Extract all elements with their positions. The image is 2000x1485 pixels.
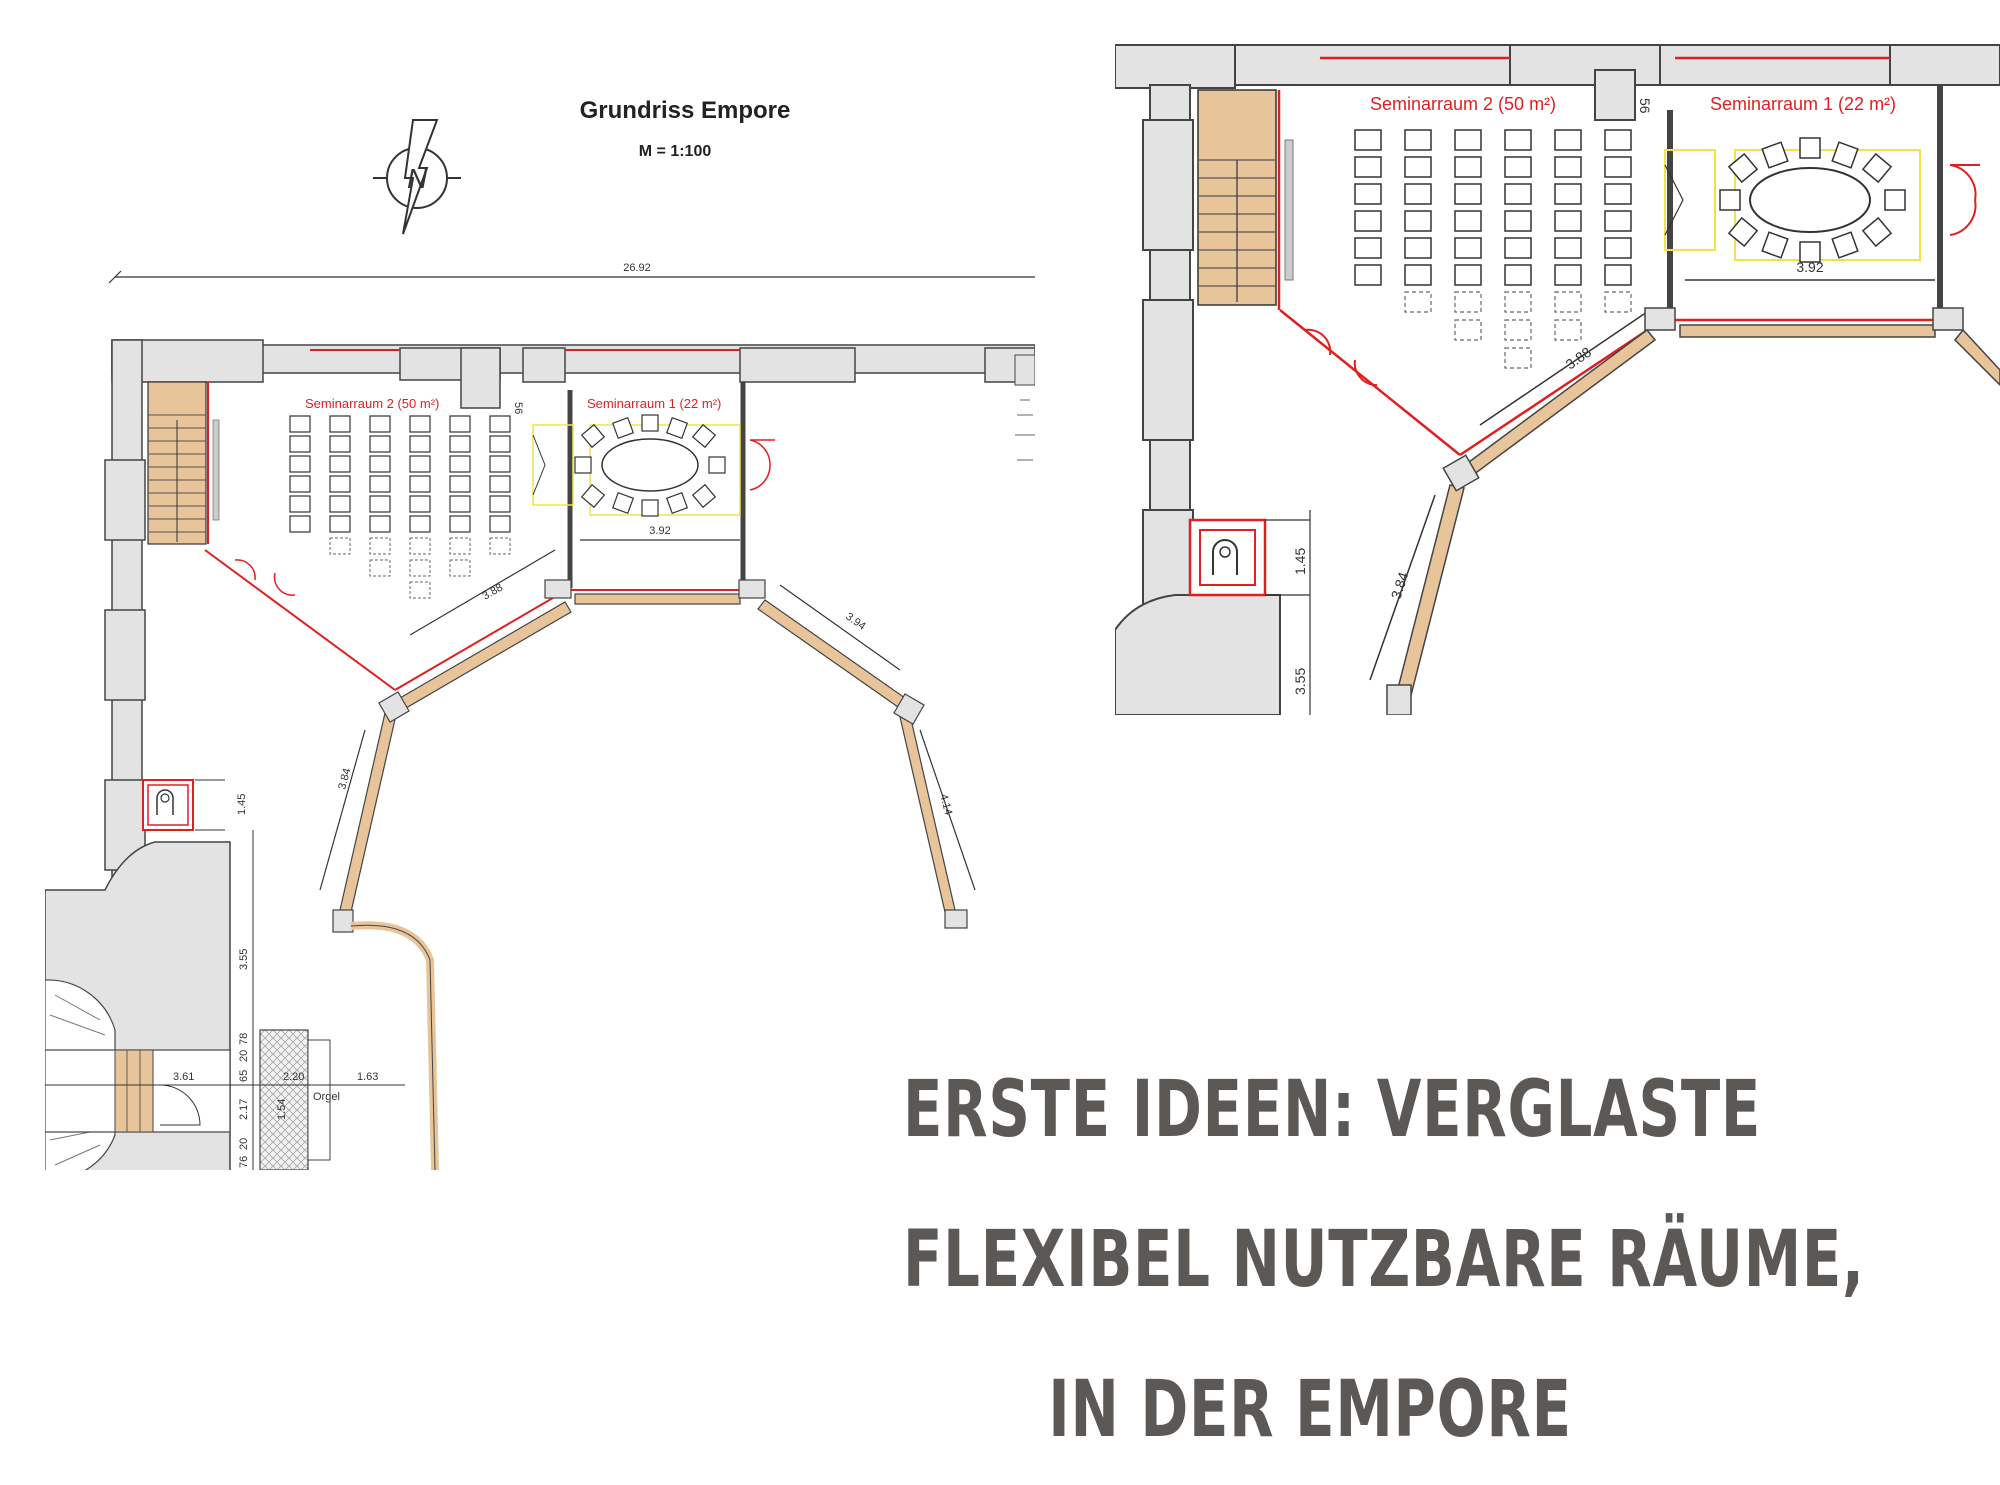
- detail-top-wall: [1115, 44, 2000, 121]
- dim-384: 3.84: [319, 729, 366, 891]
- room-label-seminar2: Seminarraum 2 (50 m²): [305, 396, 439, 411]
- svg-text:3.88: 3.88: [481, 581, 506, 602]
- dim-78: 78: [238, 1033, 250, 1045]
- headline: ERSTE IDEEN: VERGLASTE FLEXIBEL NUTZBARE…: [903, 1035, 1865, 1485]
- dim-414: 4.14: [919, 729, 976, 891]
- headline-line-2: FLEXIBEL NUTZBARE RÄUME,: [903, 1215, 1865, 1305]
- detail-dim-355: 3.55: [1292, 668, 1308, 695]
- overall-dimension: 26.92: [108, 262, 1035, 284]
- detail-glazed-facade: 3.84: [1369, 307, 2000, 715]
- svg-text:3.92: 3.92: [649, 525, 670, 537]
- dim-163: 1.63: [357, 1071, 378, 1083]
- svg-text:4.14: 4.14: [937, 793, 954, 817]
- dim-392: 3.92: [580, 525, 740, 541]
- detail-staircase: [1197, 89, 1294, 310]
- detail-floor-plan: Seminarraum 2 (50 m²) 56 3.88 Seminarrau…: [1115, 44, 2000, 715]
- detail-elevator-shaft: 1.45 3.55: [1188, 510, 1311, 715]
- dim-65: 65: [238, 1070, 250, 1082]
- detail-dim-145: 1.45: [1292, 548, 1308, 575]
- detail-seminarraum-1: Seminarraum 1 (22 m²) 3.92: [1664, 85, 1980, 338]
- dim-56: 56: [512, 402, 524, 414]
- top-wall: [111, 339, 1035, 409]
- dim-20a: 20: [238, 1050, 250, 1062]
- plan-title: Grundriss Empore: [580, 97, 791, 124]
- detail-room-label-seminar2: Seminarraum 2 (50 m²): [1370, 94, 1556, 114]
- detail-left-wall: [1115, 84, 1281, 715]
- north-arrow-icon: N: [373, 119, 461, 235]
- right-edge-fragment: [1014, 354, 1035, 461]
- main-floor-plan: Grundriss Empore M = 1:100 N 26.92: [45, 97, 1035, 1170]
- lower-left-block: Orgel 3.61 2.20 1.63 1.54 3.55 78 20 65 …: [45, 830, 405, 1170]
- detail-seminarraum-2: Seminarraum 2 (50 m²) 56 3.88: [1279, 94, 1673, 457]
- detail-dim-56: 56: [1637, 98, 1653, 114]
- organ-label: Orgel: [313, 1091, 340, 1103]
- dim-361: 3.61: [173, 1071, 194, 1083]
- staircase: [147, 381, 220, 545]
- dim-217: 2.17: [238, 1099, 250, 1120]
- svg-text:3.84: 3.84: [336, 767, 353, 791]
- dim-355: 3.55: [238, 949, 250, 970]
- svg-text:3.84: 3.84: [1388, 570, 1412, 601]
- glazed-facade: 3.94 3.84 4.14: [319, 579, 976, 1170]
- svg-text:N: N: [407, 163, 428, 194]
- headline-line-3: IN DER EMPORE: [1048, 1365, 1572, 1455]
- elevator-shaft: 1.45: [142, 779, 248, 831]
- dim-20b: 20: [238, 1138, 250, 1150]
- seminarraum-1: Seminarraum 1 (22 m²) 3.92: [532, 382, 775, 605]
- detail-room-label-seminar1: Seminarraum 1 (22 m²): [1710, 94, 1896, 114]
- dim-76: 76: [238, 1156, 250, 1168]
- seminarraum-2: Seminarraum 2 (50 m²) 56 3.88: [204, 390, 573, 691]
- svg-text:26.92: 26.92: [623, 262, 651, 274]
- room-label-seminar1: Seminarraum 1 (22 m²): [587, 396, 721, 411]
- plan-scale: M = 1:100: [639, 143, 712, 160]
- svg-text:3.92: 3.92: [1796, 259, 1823, 275]
- detail-dim-392: 3.92: [1685, 259, 1935, 281]
- headline-line-1: ERSTE IDEEN: VERGLASTE: [903, 1065, 1762, 1155]
- dim-154: 1.54: [276, 1099, 288, 1120]
- dim-145: 1.45: [236, 794, 248, 815]
- svg-text:3.94: 3.94: [843, 611, 867, 633]
- dim-220: 2.20: [283, 1071, 304, 1083]
